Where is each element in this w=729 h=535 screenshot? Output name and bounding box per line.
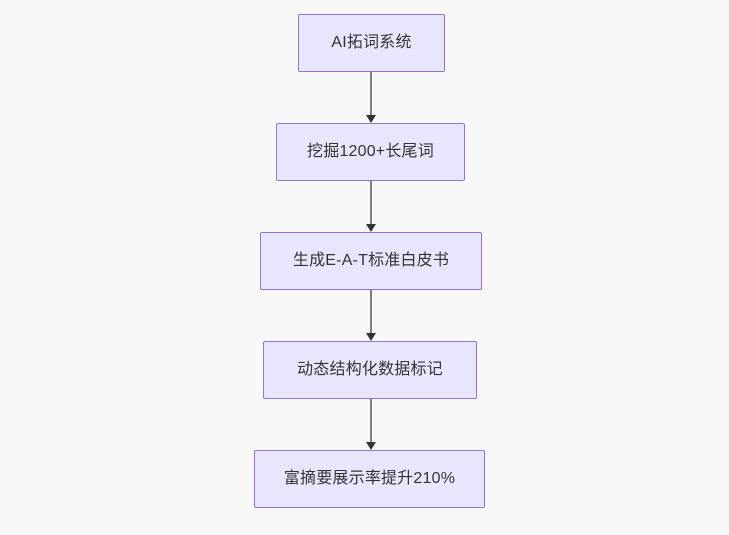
flow-node-structured-data-markup[interactable]: 动态结构化数据标记 [263,341,477,399]
arrowhead-icon [366,333,376,341]
flow-node-longtail-mining[interactable]: 挖掘1200+长尾词 [276,123,465,181]
flow-node-label: 动态结构化数据标记 [297,361,443,378]
edge-line [370,399,372,442]
edge-n3-n4 [366,290,376,341]
edge-n2-n3 [366,181,376,232]
edge-n1-n2 [366,72,376,123]
flow-node-ai-keyword-system[interactable]: AI拓词系统 [298,14,445,72]
flow-node-label: 富摘要展示率提升210% [283,470,456,487]
flow-node-label: 生成E-A-T标准白皮书 [292,252,450,269]
flow-node-label: 挖掘1200+长尾词 [307,143,434,160]
arrowhead-icon [366,442,376,450]
arrowhead-icon [366,224,376,232]
edge-line [370,181,372,224]
arrowhead-icon [366,115,376,123]
flow-node-label: AI拓词系统 [331,34,412,51]
edge-n4-n5 [366,399,376,450]
edge-line [370,72,372,115]
flow-node-eat-whitepaper[interactable]: 生成E-A-T标准白皮书 [260,232,482,290]
edge-line [370,290,372,333]
flow-node-rich-snippet-result[interactable]: 富摘要展示率提升210% [254,450,485,508]
